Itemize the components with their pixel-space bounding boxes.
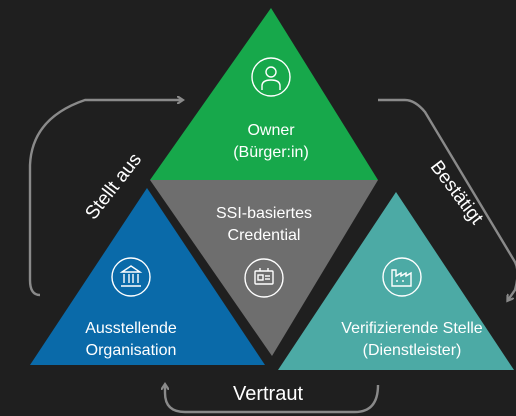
issuer-label-line2: Organisation — [86, 342, 177, 359]
trust-arrow — [165, 385, 380, 414]
bank-icon — [111, 257, 151, 297]
owner-label-line1: Owner — [247, 122, 295, 139]
issuer-label-line1: Ausstellende — [85, 320, 177, 337]
edge-label-trusts: Vertraut — [233, 383, 303, 405]
edge-label-confirms: Bestätigt — [426, 157, 488, 229]
issuer-triangle — [30, 188, 265, 365]
credential-triangle — [150, 180, 378, 356]
credential-label-line1: SSI-basiertes — [216, 205, 312, 222]
id-card-icon — [244, 258, 284, 298]
issue-arrow — [28, 100, 182, 297]
confirm-arrow — [378, 98, 516, 300]
person-icon — [251, 57, 291, 97]
owner-label-line2: (Bürger:in) — [233, 144, 309, 161]
verifier-label-line2: (Dienstleister) — [363, 342, 462, 359]
factory-icon — [382, 257, 422, 297]
verifier-label-line1: Verifizierende Stelle — [341, 320, 483, 337]
credential-label-line2: Credential — [228, 227, 301, 244]
